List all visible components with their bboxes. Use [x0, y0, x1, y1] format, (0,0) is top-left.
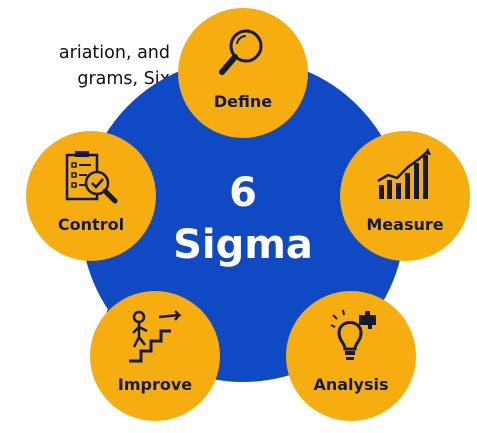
stage-measure: Measure	[340, 131, 470, 261]
paragraph-line: grams, Six	[77, 69, 170, 89]
head-puzzle-bulb-icon	[330, 309, 376, 360]
stage-label: Improve	[117, 375, 193, 394]
stage-analysis: Analysis	[286, 291, 416, 421]
stage-label: Measure	[366, 215, 444, 234]
hub-word: Sigma	[173, 222, 313, 268]
stage-control: Control	[26, 131, 156, 261]
person-climbing-stairs-icon	[129, 310, 182, 363]
stage-label: Control	[57, 215, 125, 234]
magnifier-icon	[219, 29, 263, 75]
paragraph-line: ariation, and	[58, 43, 170, 63]
bar-chart-growth-icon	[377, 148, 431, 199]
clipboard-check-icon	[65, 151, 118, 204]
stage-define: Define	[178, 8, 308, 138]
stage-label: Analysis	[313, 375, 389, 394]
hub-number: 6	[229, 170, 257, 216]
stage-label: Define	[213, 92, 273, 111]
stage-improve: Improve	[90, 291, 220, 421]
